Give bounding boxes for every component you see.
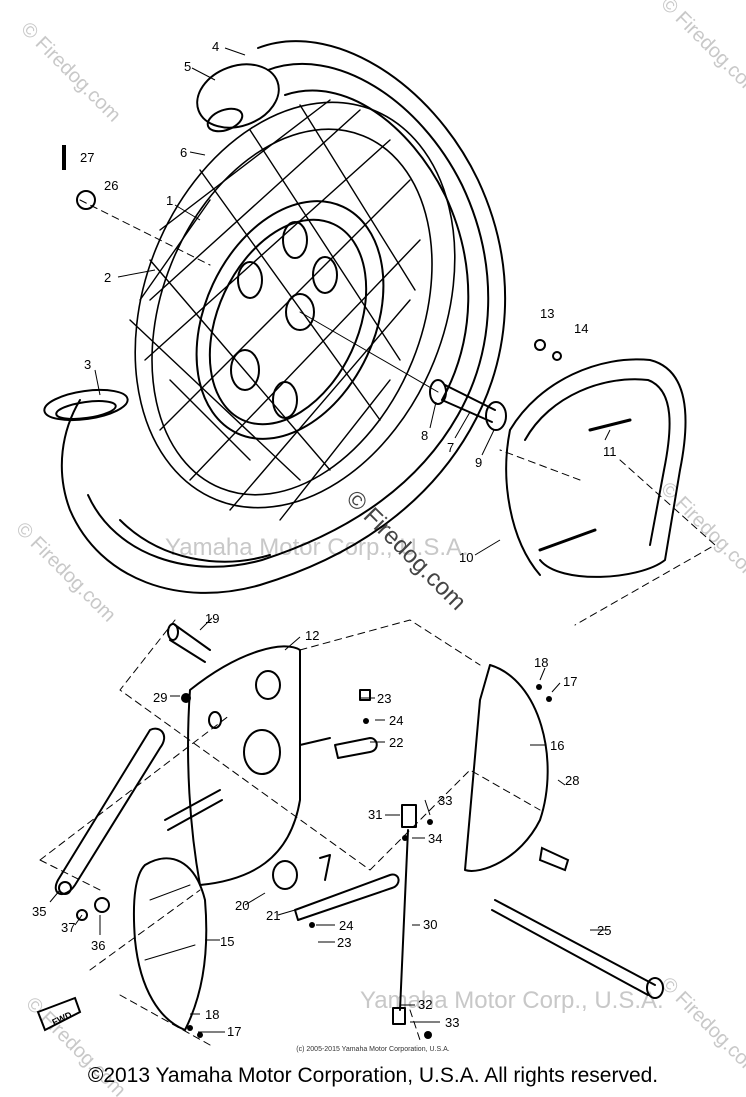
rim [134,101,456,509]
callout: 7 [447,440,454,455]
callout: 12 [305,628,319,643]
callout: 34 [428,831,442,846]
watermark-maker: Yamaha Motor Corp., U.S.A. [360,987,664,1014]
torque-rod [54,727,166,895]
leader-lines [49,47,611,1033]
callout: 6 [180,145,187,160]
callout: 15 [220,934,234,949]
callout: 31 [368,807,382,822]
axle [491,899,664,999]
callout: 18 [205,1007,219,1022]
callout: 37 [61,920,75,935]
watermark-site: © Firedog.com [16,18,125,127]
callout: 33 [438,793,452,808]
copyright-small: (c) 2005-2015 Yamaha Motor Corporation, … [296,1046,450,1053]
assembly-lines [39,199,716,1046]
callout: 21 [266,908,280,923]
callout: 22 [389,735,403,750]
callout: 28 [565,773,579,788]
callout: 4 [212,39,219,54]
callout: 36 [91,938,105,953]
bolt [167,623,211,663]
small-parts [62,145,570,1039]
cover [464,664,549,872]
callout: 23 [377,691,391,706]
axle-nut [76,190,96,210]
watermark-site: © Firedog.com [656,0,746,101]
callouts: 1 2 3 4 5 6 7 8 9 10 11 12 13 14 15 16 1… [32,39,617,1039]
callout: 24 [389,713,403,728]
hub [195,200,385,440]
callout: 26 [104,178,118,193]
cotter-pin [62,145,66,170]
callout: 3 [84,357,91,372]
callout: 35 [32,904,46,919]
watermark-layer: © Firedog.com © Firedog.com © Firedog.co… [11,0,746,1097]
callout: 1 [166,193,173,208]
brake-rod [392,804,417,1025]
cam-lever [334,689,378,759]
bolt-head [94,897,110,913]
callout: 23 [337,935,351,950]
callout: 30 [423,917,437,932]
callout: 2 [104,270,111,285]
footer-copyright: ©2013 Yamaha Motor Corporation, U.S.A. A… [87,1064,659,1087]
spokes [129,99,421,521]
callout: 25 [597,923,611,938]
nut [181,693,191,703]
brake-plate [164,645,331,886]
watermark-site: © Firedog.com [11,518,120,627]
callout: 16 [550,738,564,753]
axle-spacer [299,311,562,431]
brake-lever [272,854,400,921]
callout: 11 [603,444,617,459]
callout: 27 [80,150,94,165]
callout: 29 [153,690,167,705]
callout: 13 [540,306,554,321]
callout: 24 [339,918,353,933]
callout: 32 [418,997,432,1012]
callout: 19 [205,611,219,626]
callout: 17 [563,674,577,689]
callout: 18 [534,655,548,670]
callout: 14 [574,321,588,336]
callout: 20 [235,898,249,913]
callout: 17 [227,1024,241,1039]
brake-shoe [505,358,687,578]
callout: 10 [459,550,473,565]
guard-plate [132,857,208,1031]
callout: 9 [475,455,482,470]
callout: 33 [445,1015,459,1030]
callout: 8 [421,428,428,443]
callout: 5 [184,59,191,74]
